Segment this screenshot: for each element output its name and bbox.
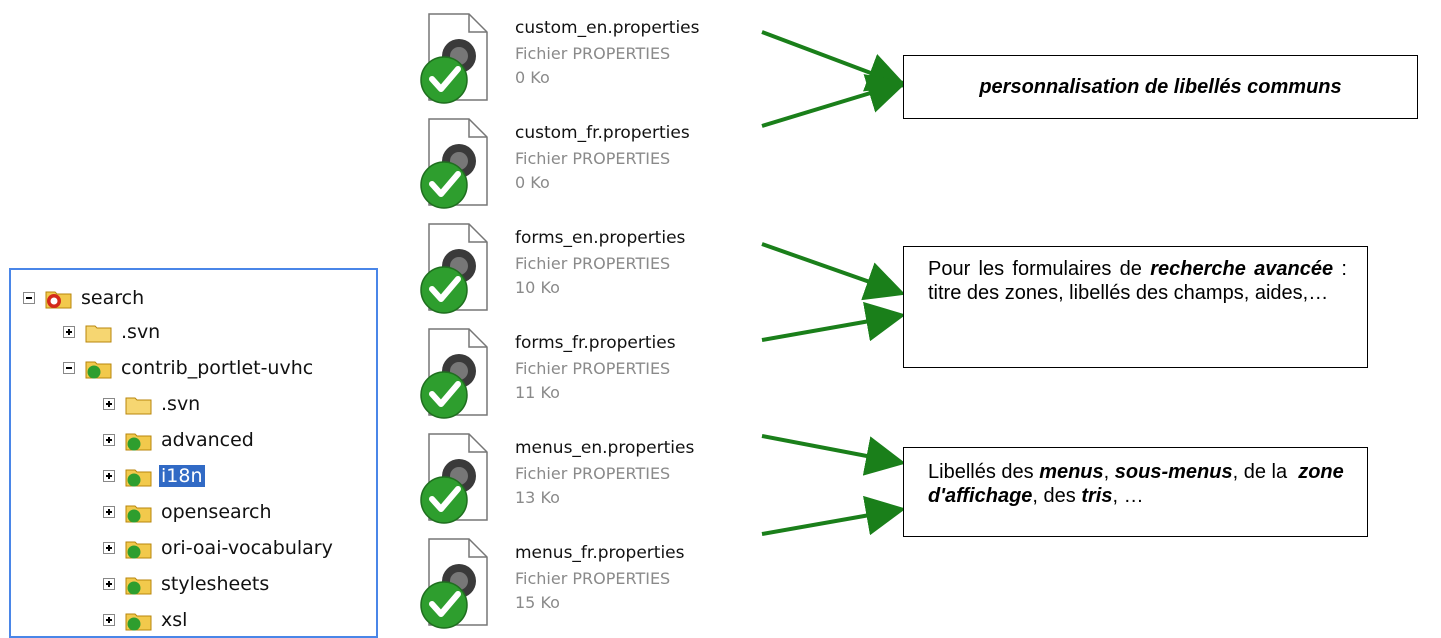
- expand-icon[interactable]: [103, 398, 115, 410]
- tree-item-label: .svn: [161, 393, 201, 415]
- tree-item-svn[interactable]: .svn: [63, 318, 162, 346]
- tree-item-label-selected: i18n: [159, 465, 205, 487]
- tree-item-ori-oai-vocabulary[interactable]: ori-oai-vocabulary: [103, 534, 335, 562]
- expand-icon[interactable]: [103, 506, 115, 518]
- properties-file-svn-ok-icon: [415, 537, 495, 629]
- note-menus-text-3: , de la: [1232, 461, 1299, 483]
- folder-svn-ok-icon: [125, 609, 153, 631]
- file-size: 15 Ko: [515, 593, 560, 612]
- folder-svn-ok-icon: [125, 501, 153, 523]
- collapse-icon[interactable]: [63, 362, 75, 374]
- file-size: 0 Ko: [515, 68, 550, 87]
- folder-svn-ok-icon: [85, 357, 113, 379]
- folder-svn-ok-icon: [125, 573, 153, 595]
- note-menus-text-4: , des: [1032, 485, 1082, 507]
- file-type: Fichier PROPERTIES: [515, 464, 671, 483]
- tree-item-xsl[interactable]: xsl: [103, 606, 189, 634]
- folder-svn-conflict-icon: [45, 287, 73, 309]
- tree-item-i18n[interactable]: i18n: [103, 462, 205, 490]
- note-menus-emph-4: tris: [1081, 485, 1113, 507]
- file-name: forms_en.properties: [515, 228, 686, 248]
- note-forms: Pour les formulaires de recherche avancé…: [903, 246, 1368, 368]
- tree-item-opensearch[interactable]: opensearch: [103, 498, 274, 526]
- file-tile-forms-fr[interactable]: forms_fr.properties Fichier PROPERTIES 1…: [415, 327, 745, 427]
- file-tile-menus-fr[interactable]: menus_fr.properties Fichier PROPERTIES 1…: [415, 537, 745, 637]
- collapse-icon[interactable]: [23, 292, 35, 304]
- note-forms-text-1: Pour les formulaires de: [928, 258, 1151, 280]
- expand-icon[interactable]: [103, 578, 115, 590]
- file-name: custom_en.properties: [515, 18, 700, 38]
- file-tile-menus-en[interactable]: menus_en.properties Fichier PROPERTIES 1…: [415, 432, 745, 532]
- tree-item-contrib-portlet-uvhc[interactable]: contrib_portlet-uvhc: [63, 354, 315, 382]
- tree-item-search[interactable]: search: [23, 284, 146, 312]
- file-size: 11 Ko: [515, 383, 560, 402]
- folder-svn-ok-icon: [125, 465, 153, 487]
- file-tile-forms-en[interactable]: forms_en.properties Fichier PROPERTIES 1…: [415, 222, 745, 322]
- file-tile-custom-en[interactable]: custom_en.properties Fichier PROPERTIES …: [415, 12, 745, 112]
- arrow-menus-en: [761, 434, 906, 476]
- tree-item-label: ori-oai-vocabulary: [161, 537, 333, 559]
- note-menus: Libellés des menus, sous-menus, de la zo…: [903, 447, 1368, 537]
- tree-item-label: contrib_portlet-uvhc: [121, 357, 314, 379]
- expand-icon[interactable]: [103, 542, 115, 554]
- folder-svn-ok-icon: [125, 429, 153, 451]
- tree-item-svn-2[interactable]: .svn: [103, 390, 202, 418]
- expand-icon[interactable]: [63, 326, 75, 338]
- tree-item-label: advanced: [161, 429, 254, 451]
- folder-tree: search .svn contrib_portlet-uvhc .svn ad…: [9, 268, 378, 638]
- expand-icon[interactable]: [103, 470, 115, 482]
- note-menus-text-1: Libellés des: [928, 461, 1040, 483]
- file-type: Fichier PROPERTIES: [515, 359, 671, 378]
- folder-svn-ok-icon: [125, 537, 153, 559]
- tree-item-stylesheets[interactable]: stylesheets: [103, 570, 271, 598]
- properties-file-svn-ok-icon: [415, 327, 495, 419]
- properties-file-svn-ok-icon: [415, 117, 495, 209]
- file-name: menus_fr.properties: [515, 543, 685, 563]
- file-size: 10 Ko: [515, 278, 560, 297]
- expand-icon[interactable]: [103, 434, 115, 446]
- arrow-custom-fr: [761, 74, 908, 128]
- note-menus-emph-3: zone d'affichage: [928, 461, 1344, 507]
- file-type: Fichier PROPERTIES: [515, 254, 671, 273]
- file-type: Fichier PROPERTIES: [515, 569, 671, 588]
- note-menus-text-5: , …: [1112, 485, 1144, 507]
- note-forms-text-2: : titre des zones, libellés des champs, …: [928, 258, 1347, 304]
- arrow-forms-en: [761, 242, 906, 301]
- tree-item-label: opensearch: [161, 501, 272, 523]
- expand-icon[interactable]: [103, 614, 115, 626]
- note-menus-emph-1: menus: [1039, 461, 1104, 483]
- tree-item-label: search: [81, 287, 145, 309]
- arrow-menus-fr: [761, 495, 906, 536]
- properties-file-svn-ok-icon: [415, 12, 495, 104]
- file-name: forms_fr.properties: [515, 333, 676, 353]
- file-size: 0 Ko: [515, 173, 550, 192]
- note-forms-emph-1: recherche avancée: [1150, 258, 1334, 280]
- file-size: 13 Ko: [515, 488, 560, 507]
- tree-item-label: xsl: [161, 609, 188, 631]
- note-custom-labels: personnalisation de libellés communs: [903, 55, 1418, 119]
- file-name: menus_en.properties: [515, 438, 695, 458]
- tree-item-label: stylesheets: [161, 573, 270, 595]
- tree-item-label: .svn: [121, 321, 161, 343]
- tree-item-advanced[interactable]: advanced: [103, 426, 256, 454]
- note-menus-text-2: ,: [1103, 461, 1115, 483]
- file-tile-custom-fr[interactable]: custom_fr.properties Fichier PROPERTIES …: [415, 117, 745, 217]
- properties-file-svn-ok-icon: [415, 222, 495, 314]
- file-name: custom_fr.properties: [515, 123, 690, 143]
- file-type: Fichier PROPERTIES: [515, 149, 671, 168]
- note-menus-emph-2: sous-menus: [1114, 461, 1233, 483]
- arrow-forms-fr: [761, 301, 906, 342]
- file-type: Fichier PROPERTIES: [515, 44, 671, 63]
- folder-icon: [85, 321, 113, 343]
- properties-file-svn-ok-icon: [415, 432, 495, 524]
- note-custom-text: personnalisation de libellés communs: [979, 76, 1342, 98]
- folder-icon: [125, 393, 153, 415]
- arrow-custom-en: [761, 30, 908, 92]
